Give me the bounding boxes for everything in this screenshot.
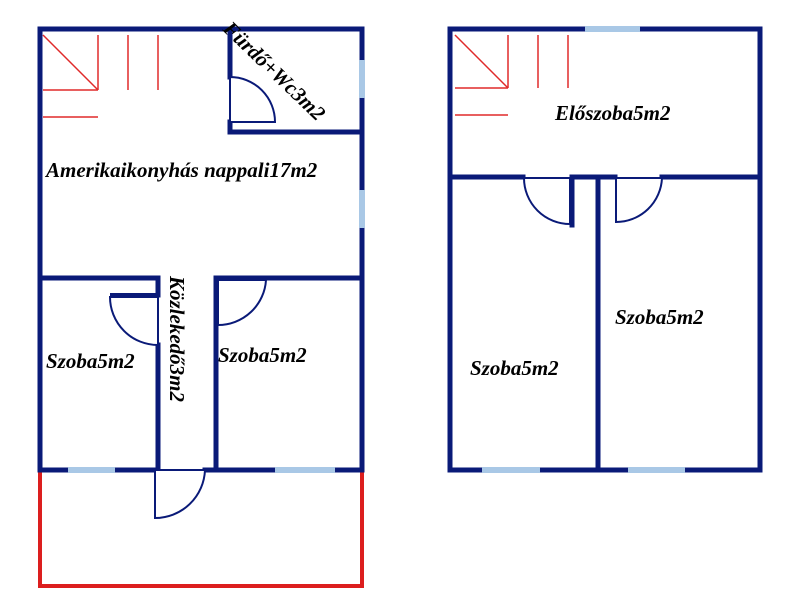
ground-outer-walls	[37, 26, 365, 473]
staircase-ground	[42, 34, 159, 118]
upper-room-right-label: Szoba5m2	[615, 305, 704, 329]
hall-label: Előszoba5m2	[554, 101, 671, 125]
upper-room-right-door	[615, 177, 664, 224]
balcony-door	[154, 469, 207, 520]
upper-outer-walls	[447, 26, 763, 473]
room-right-label: Szoba5m2	[218, 343, 307, 367]
staircase-upper	[454, 34, 569, 116]
bathroom-walls	[227, 26, 365, 135]
room-left-door	[108, 296, 159, 347]
upper-floor-plan: Előszoba5m2 Szoba5m2 Szoba5m2	[447, 26, 763, 473]
corridor-walls	[110, 275, 219, 473]
corridor-label: Közlekedő3m2	[165, 275, 189, 402]
upper-room-left-door	[522, 177, 571, 226]
ground-floor-plan: Amerikaikonyhás nappali17m2 Fürdő+Wc3m2 …	[37, 16, 365, 588]
bathroom-door	[229, 75, 277, 123]
upper-room-left-label: Szoba5m2	[470, 356, 559, 380]
balcony-outline	[38, 470, 364, 588]
room-right-door	[217, 279, 268, 327]
hall-partition	[447, 174, 763, 473]
room-left-label: Szoba5m2	[46, 349, 135, 373]
living-room-label: Amerikaikonyhás nappali17m2	[44, 158, 318, 182]
